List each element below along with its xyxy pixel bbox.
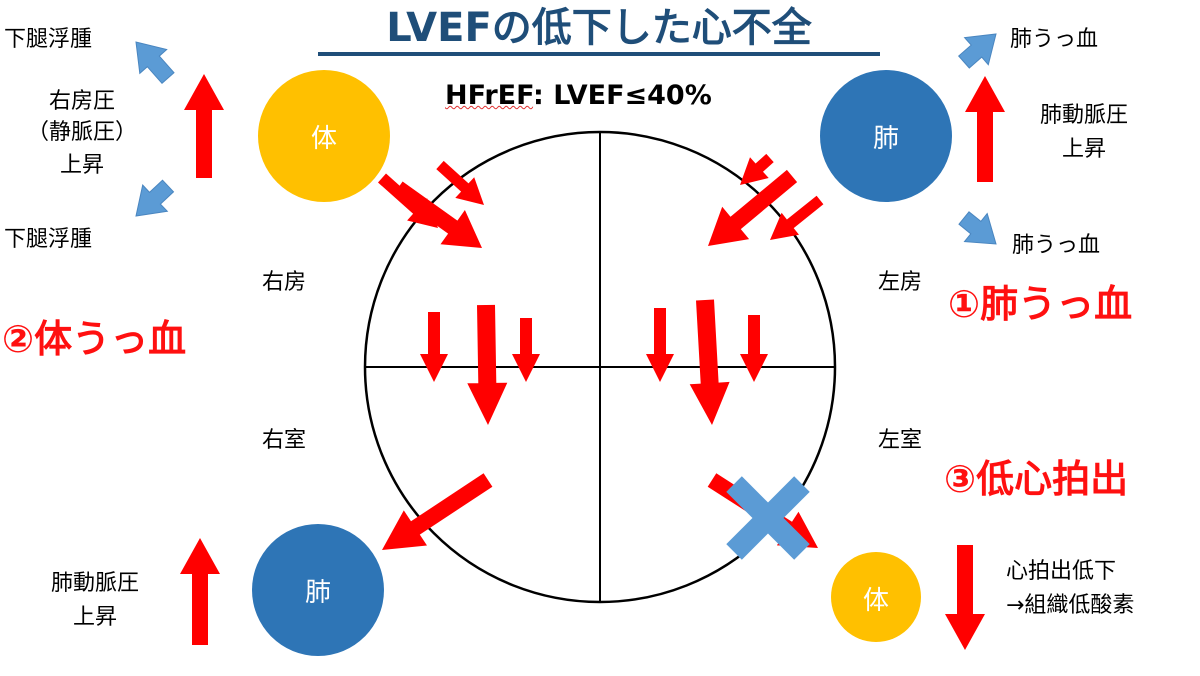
low-output-line2: →組織低酸素 xyxy=(1006,593,1135,618)
red-arrow-ra-pressure-up xyxy=(184,74,224,178)
subtitle-lvef: : LVEF≤40% xyxy=(533,80,712,111)
red-arrow-lv-fill-right xyxy=(740,315,768,382)
right-atrium-label: 右房 xyxy=(262,270,307,295)
body-circle-bottom xyxy=(831,552,921,642)
body-label-bottom: 体 xyxy=(862,586,889,616)
red-arrow-lv-fill-left xyxy=(646,308,674,382)
left-pa-pressure-line1: 肺動脈圧 xyxy=(50,571,139,596)
subtitle-hfref: HFrEF xyxy=(445,80,534,111)
leg-edema-top: 下腿浮腫 xyxy=(4,27,93,52)
ra-pressure-line2: （静脈圧） xyxy=(26,120,137,145)
headline-systemic-congestion: ②体うっ血 xyxy=(2,317,187,361)
red-arrow-ra-inflow-3 xyxy=(436,160,484,205)
right-ventricle-label: 右室 xyxy=(262,428,307,453)
low-output-line1: 心拍出低下 xyxy=(1006,559,1117,584)
red-arrow-rv-outflow xyxy=(382,473,493,550)
right-pa-pressure-line1: 肺動脈圧 xyxy=(1039,103,1128,128)
pulmonary-congestion-bottom: 肺うっ血 xyxy=(1012,233,1101,258)
lung-circle-top xyxy=(820,70,952,202)
leg-edema-bottom: 下腿浮腫 xyxy=(4,227,93,252)
body-label-top: 体 xyxy=(310,124,337,154)
right-pa-pressure-line2: 上昇 xyxy=(1061,137,1106,162)
headline-low-output: ③低心拍出 xyxy=(944,457,1129,501)
red-arrow-rv-fill-left xyxy=(420,312,448,382)
red-arrow-la-inflow-3 xyxy=(770,195,824,240)
red-arrow-rv-fill-center xyxy=(467,304,508,425)
blue-arrow-leg-edema-up xyxy=(135,41,175,85)
red-arrow-pa-pressure-up-left xyxy=(180,538,220,645)
body-circle-top xyxy=(258,70,390,202)
headline-pulmonary-congestion: ①肺うっ血 xyxy=(948,282,1133,326)
lung-label-bottom: 肺 xyxy=(304,578,331,608)
ra-pressure-line1: 右房圧 xyxy=(48,89,115,114)
red-arrow-pa-pressure-up-right xyxy=(965,76,1005,182)
red-arrow-la-inflow-1 xyxy=(740,153,774,185)
red-arrow-la-inflow-2 xyxy=(708,169,798,246)
blue-arrow-congestion-up xyxy=(957,33,997,69)
left-pa-pressure-line2: 上昇 xyxy=(72,605,117,630)
red-arrow-cardiac-output-down xyxy=(945,545,985,650)
page-title: LVEFの低下した心不全 xyxy=(318,4,880,56)
pulmonary-congestion-top: 肺うっ血 xyxy=(1010,27,1099,52)
red-arrow-lv-fill-center xyxy=(689,299,730,425)
blue-arrow-leg-edema-down xyxy=(135,179,175,217)
lung-label-top: 肺 xyxy=(872,124,899,154)
red-arrow-ra-inflow-2 xyxy=(393,181,482,248)
lung-circle-bottom xyxy=(252,524,384,656)
blue-arrows-group xyxy=(135,33,997,245)
red-arrow-rv-fill-right xyxy=(512,318,540,382)
ra-pressure-line3: 上昇 xyxy=(59,153,104,178)
left-atrium-label: 左房 xyxy=(878,270,923,295)
blue-arrow-congestion-down xyxy=(958,211,997,245)
left-ventricle-label: 左室 xyxy=(878,428,923,453)
subtitle: HFrEF: LVEF≤40% xyxy=(445,80,712,111)
blocked-outflow-x-mark xyxy=(726,476,810,560)
